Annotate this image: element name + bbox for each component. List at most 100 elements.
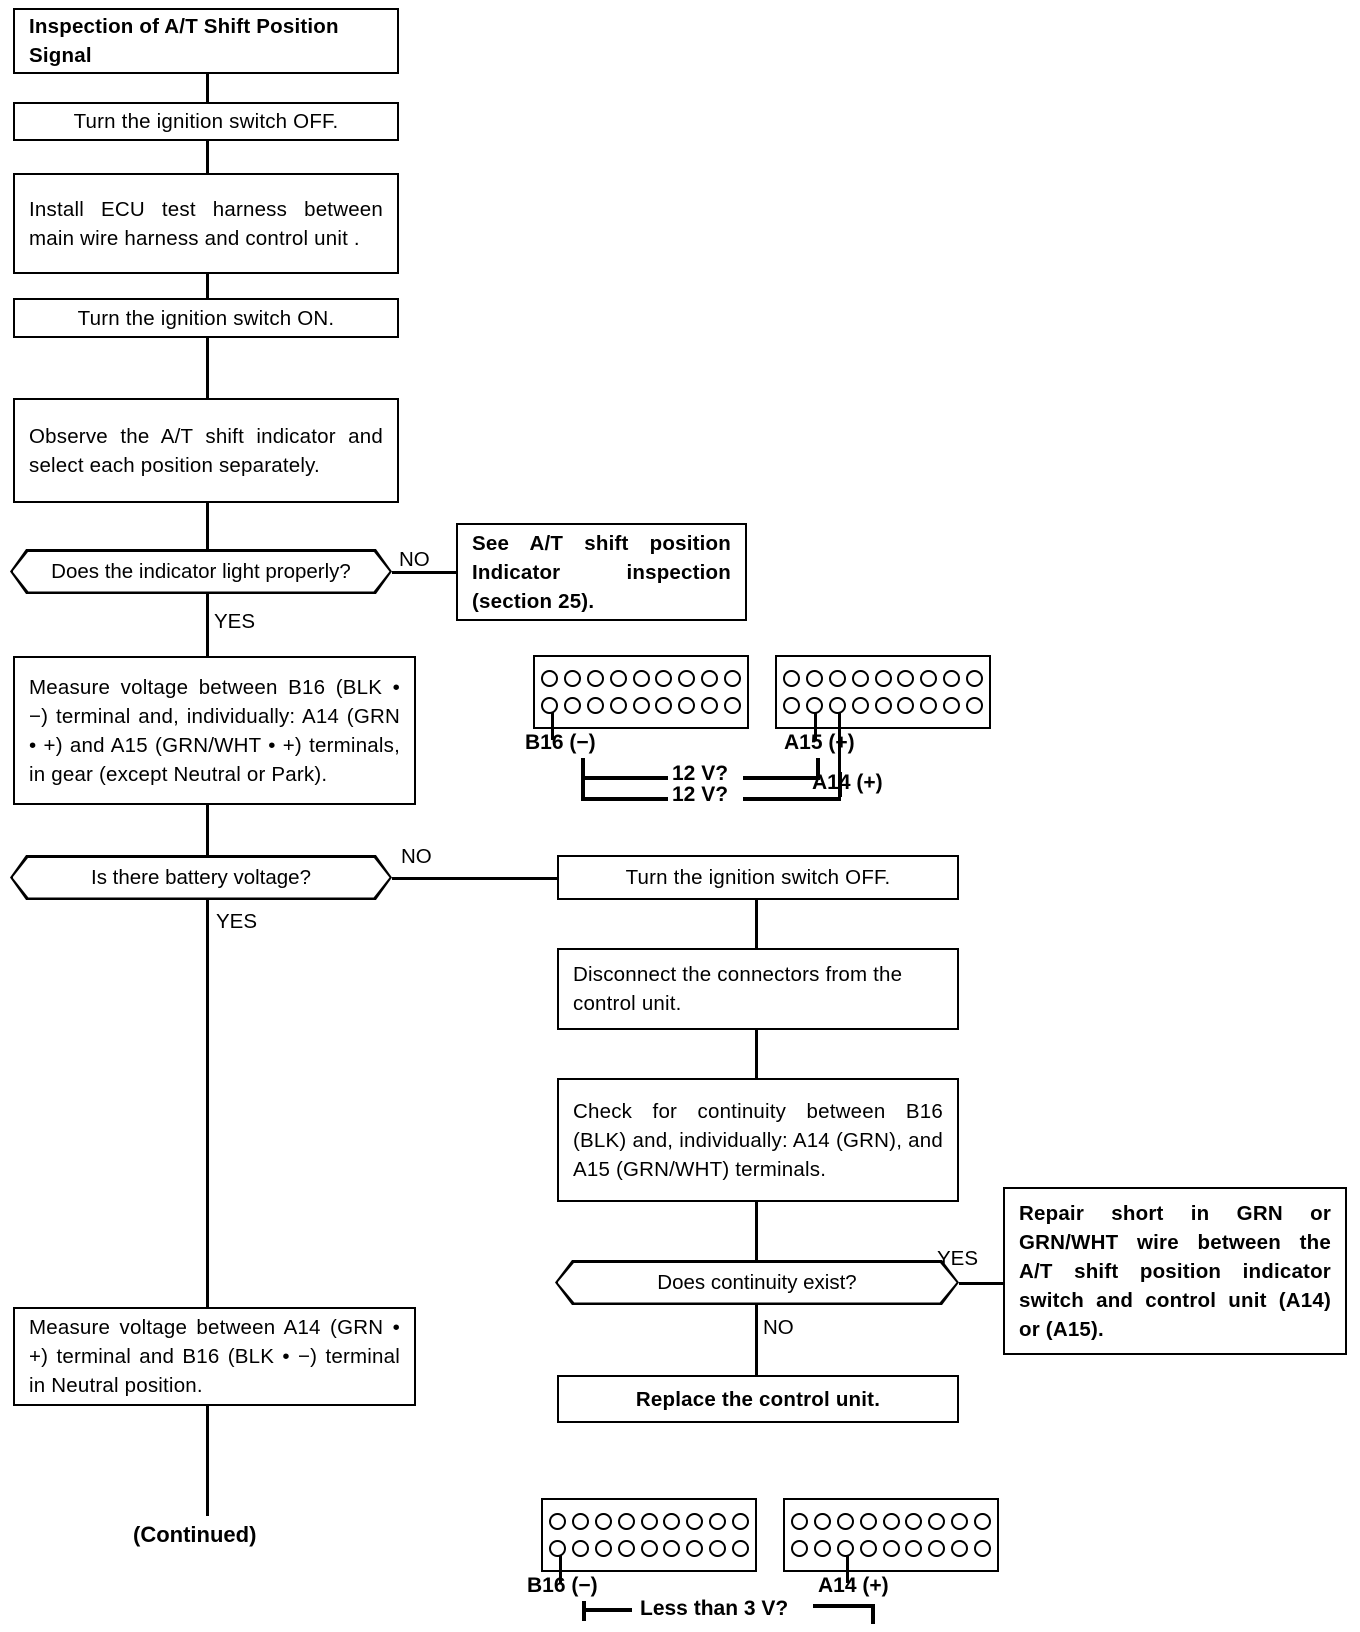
node-measure-voltage-a14: Measure voltage between A14 (GRN • +) te… <box>13 1307 416 1406</box>
label-a14-bottom: A14 (+) <box>818 1574 889 1597</box>
label-b16-top: B16 (−) <box>525 731 596 754</box>
pin <box>951 1513 969 1530</box>
pin <box>851 670 869 687</box>
bracket-line-2b <box>743 797 841 801</box>
pin <box>549 1513 566 1530</box>
connector-line <box>206 338 209 398</box>
node-title-inspection: Inspection of A/T Shift Position Signal <box>13 8 399 74</box>
label-12v-2: 12 V? <box>672 783 729 806</box>
decision-indicator-light: Does the indicator light properly? <box>10 549 392 594</box>
pin <box>928 1540 946 1557</box>
branch-label-yes-3: YES <box>937 1247 979 1270</box>
bracket-left-2 <box>581 776 585 801</box>
branch-label-yes-2: YES <box>216 910 258 933</box>
pin <box>851 697 869 714</box>
pin <box>974 1540 991 1557</box>
connector-line <box>206 1406 209 1516</box>
pin <box>594 1513 612 1530</box>
connector-line <box>206 805 209 855</box>
pin <box>701 697 719 714</box>
connector-row <box>783 697 983 714</box>
pin <box>897 670 915 687</box>
connector-row <box>549 1513 749 1530</box>
pin <box>920 670 938 687</box>
pin <box>663 1540 681 1557</box>
pin <box>686 1540 704 1557</box>
node-install-harness: Install ECU test harness between main wi… <box>13 173 399 274</box>
connector-line <box>755 900 758 948</box>
connector-line <box>206 74 209 102</box>
pin <box>874 670 892 687</box>
pin <box>640 1540 658 1557</box>
pin-leader-a15 <box>814 712 817 740</box>
node-ignition-on: Turn the ignition switch ON. <box>13 298 399 338</box>
branch-label-no-1: NO <box>399 548 430 571</box>
decision-continuity-exist: Does continuity exist? <box>555 1260 959 1305</box>
label-a15-top: A15 (+) <box>784 731 855 754</box>
pin <box>905 1513 923 1530</box>
label-b16-bottom: B16 (−) <box>527 1574 598 1597</box>
pin <box>617 1540 635 1557</box>
pin-b16 <box>549 1540 566 1557</box>
pin <box>571 1513 589 1530</box>
pin <box>791 1540 808 1557</box>
connector-line <box>206 274 209 298</box>
node-measure-voltage-b16: Measure voltage between B16 (BLK • −) te… <box>13 656 416 805</box>
label-a14-top: A14 (+) <box>812 771 883 794</box>
pin <box>874 697 892 714</box>
pin <box>813 1540 831 1557</box>
node-repair-short: Repair short in GRN or GRN/WHT wire betw… <box>1003 1187 1347 1355</box>
connector-row <box>541 697 741 714</box>
pin <box>678 670 696 687</box>
pin <box>609 697 627 714</box>
connector-line <box>206 894 209 1307</box>
pin <box>594 1540 612 1557</box>
pin <box>836 1513 854 1530</box>
branch-line-no-1 <box>392 571 456 574</box>
bracket-right-3 <box>871 1604 875 1624</box>
pin <box>541 670 558 687</box>
bracket-line-3b <box>813 1604 875 1608</box>
connector-line <box>755 1030 758 1078</box>
connector-b-block-top <box>533 655 749 729</box>
pin-a14 <box>836 1540 854 1557</box>
connector-a-block-top <box>775 655 991 729</box>
decision-battery-voltage: Is there battery voltage? <box>10 855 392 900</box>
pin <box>783 697 800 714</box>
pin <box>905 1540 923 1557</box>
pin <box>655 697 673 714</box>
connector-b-block-bottom <box>541 1498 757 1572</box>
node-ignition-off-2: Turn the ignition switch OFF. <box>557 855 959 900</box>
connector-row <box>791 1513 991 1530</box>
node-observe-indicator: Observe the A/T shift indicator and sele… <box>13 398 399 503</box>
connector-line <box>755 1305 758 1375</box>
label-12v-1: 12 V? <box>672 762 729 785</box>
pin-leader-a14 <box>838 712 841 775</box>
pin <box>678 697 696 714</box>
pin <box>655 670 673 687</box>
node-see-indicator-inspection: See A/T shift position Indicator inspect… <box>456 523 747 621</box>
pin <box>586 670 604 687</box>
pin <box>663 1513 681 1530</box>
pin <box>617 1513 635 1530</box>
pin <box>805 670 823 687</box>
bracket-line-1a <box>581 776 668 780</box>
node-disconnect-connectors: Disconnect the connectors from the contr… <box>557 948 959 1030</box>
pin-a14 <box>828 697 846 714</box>
pin <box>882 1513 900 1530</box>
connector-line <box>206 594 209 656</box>
bracket-right-1 <box>816 758 820 780</box>
pin <box>709 1540 727 1557</box>
pin <box>783 670 800 687</box>
hex-inner: Is there battery voltage? <box>12 857 390 898</box>
pin-b16 <box>541 697 558 714</box>
connector-a-block-bottom <box>783 1498 999 1572</box>
bracket-line-1b <box>743 776 820 780</box>
pin <box>563 697 581 714</box>
branch-label-yes-1: YES <box>214 610 256 633</box>
pin <box>640 1513 658 1530</box>
pin <box>724 697 741 714</box>
connector-line <box>755 1202 758 1260</box>
connector-line <box>206 503 209 549</box>
